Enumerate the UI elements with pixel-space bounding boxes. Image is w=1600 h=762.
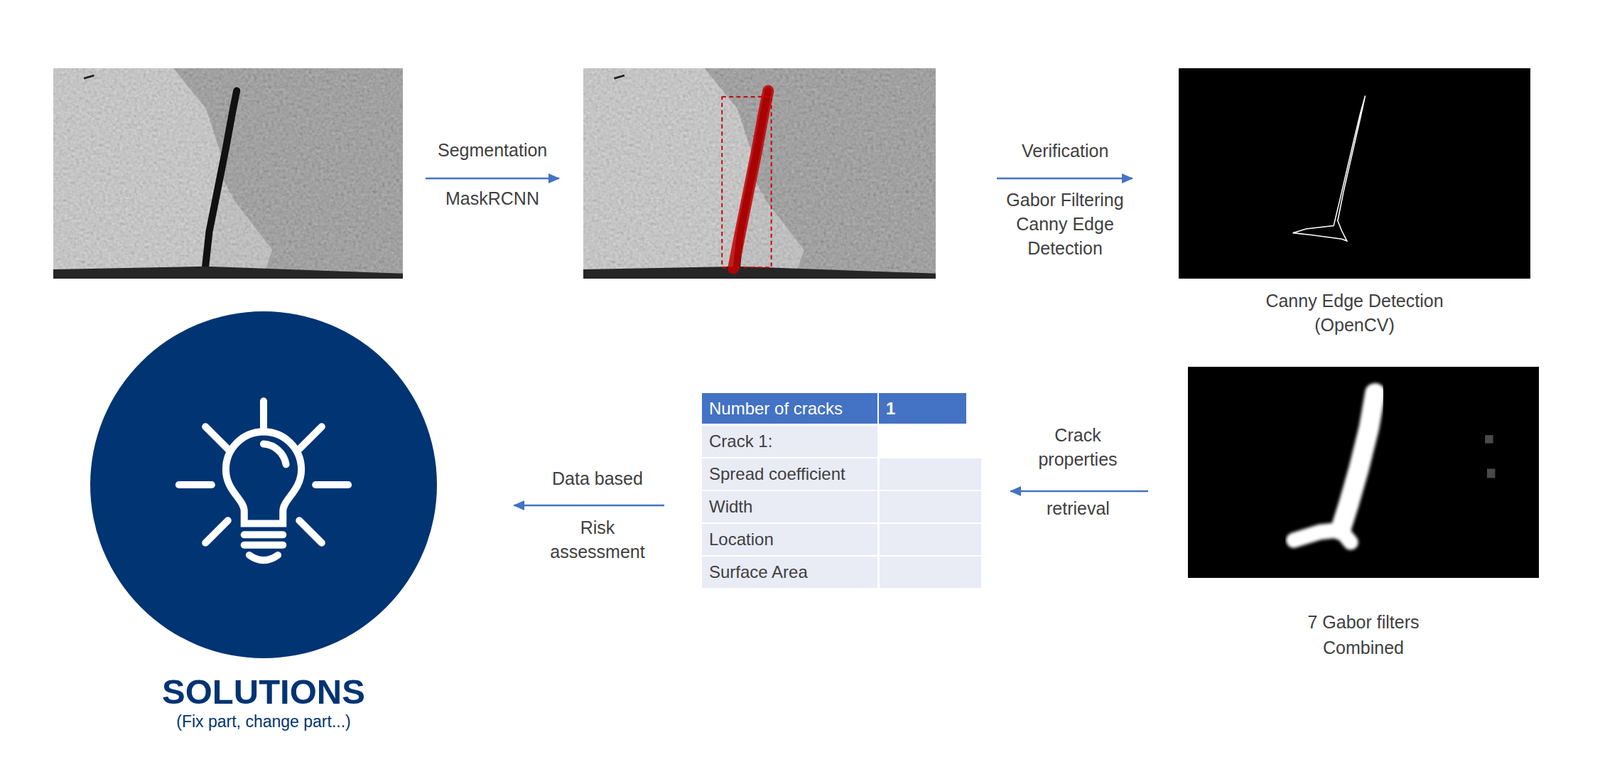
- flow-arrow: [425, 177, 560, 180]
- drawing-path: [263, 444, 287, 465]
- solution-circle: SOLUTIONS(Fix part, change part...): [90, 311, 437, 658]
- result-image: Canny Edge Detection (OpenCV): [1178, 68, 1531, 279]
- drawing-path: [1293, 530, 1351, 543]
- drawing-rect: [1484, 434, 1493, 443]
- table-cell: [879, 458, 982, 490]
- solutions-note: (Fix part, change part...): [176, 711, 351, 732]
- result-image: 7 Gabor filters Combined: [1187, 366, 1539, 578]
- arrow-label: Risk assessment: [544, 515, 651, 564]
- drawing-line: [244, 541, 284, 549]
- table-cell: Location: [701, 523, 878, 555]
- lightbulb-circle: [90, 311, 437, 658]
- drawing-g: [1293, 392, 1376, 542]
- canny-image: [1178, 68, 1531, 279]
- arrow-label: retrieval: [1046, 495, 1110, 521]
- table-header: 1: [885, 398, 896, 419]
- image-caption: Canny Edge Detection (OpenCV): [1255, 288, 1455, 337]
- drawing-circle: [90, 311, 437, 658]
- arrow-label: Data based: [552, 466, 643, 491]
- drawing-line: [244, 530, 284, 538]
- drawing-rect: [721, 96, 771, 268]
- drawing-path: [1293, 95, 1366, 241]
- data-table: Number of cracks 1Crack 1: Spread coeffici…: [701, 392, 982, 586]
- table-cell: [879, 523, 982, 555]
- flow-arrow: [513, 504, 665, 507]
- drawing-rect: [1178, 68, 1531, 279]
- gabor-image: [1187, 366, 1539, 578]
- table-header: Number of cracks: [709, 398, 843, 419]
- arrow-label: Crack properties: [1024, 422, 1132, 472]
- segmented-photo: [583, 68, 936, 279]
- crack-photo: [53, 68, 403, 279]
- table-text: Crack 1:: [709, 431, 773, 452]
- table-text: Spread coefficient: [709, 463, 846, 484]
- flow-arrow: [996, 177, 1133, 180]
- arrow-label: Gabor Filtering Canny Edge Detection: [993, 187, 1137, 261]
- table-cell: [879, 556, 982, 588]
- drawing-path: [1340, 392, 1376, 530]
- table-cell: Crack 1:: [701, 425, 878, 457]
- flow-arrow: [1010, 490, 1149, 493]
- drawing-rect: [1487, 468, 1495, 478]
- drawing-g: [179, 400, 349, 560]
- table-cell: Spread coefficient: [701, 458, 878, 490]
- drawing-line: [205, 520, 229, 543]
- drawing-path: [733, 90, 769, 269]
- table-cell: [879, 490, 982, 523]
- drawing-line: [179, 480, 212, 489]
- table-text: Surface Area: [709, 561, 808, 582]
- drawing-line: [260, 400, 268, 432]
- drawing-use: [53, 68, 403, 279]
- arrow-label: Segmentation: [437, 137, 548, 162]
- table-text: Location: [709, 529, 774, 550]
- arrow-label: Verification: [1021, 138, 1109, 163]
- drawing-line: [205, 426, 229, 450]
- drawing-rect: [1187, 366, 1539, 578]
- drawing-line: [315, 480, 349, 489]
- drawing-use: [583, 68, 936, 279]
- image-caption: 7 Gabor filters Combined: [1292, 608, 1435, 661]
- arrow-label: MaskRCNN: [445, 186, 540, 211]
- drawing-path: [225, 431, 302, 523]
- table-cell: Surface Area: [701, 556, 878, 588]
- table-cell: Width: [701, 490, 878, 523]
- table-header-cell: 1: [878, 392, 967, 424]
- table-text: Width: [709, 496, 753, 517]
- table-header-cell: Number of cracks: [701, 392, 878, 424]
- drawing-path: [249, 554, 278, 560]
- drawing-line: [299, 426, 322, 450]
- drawing-line: [299, 520, 322, 543]
- solutions-title: SOLUTIONS: [161, 671, 366, 712]
